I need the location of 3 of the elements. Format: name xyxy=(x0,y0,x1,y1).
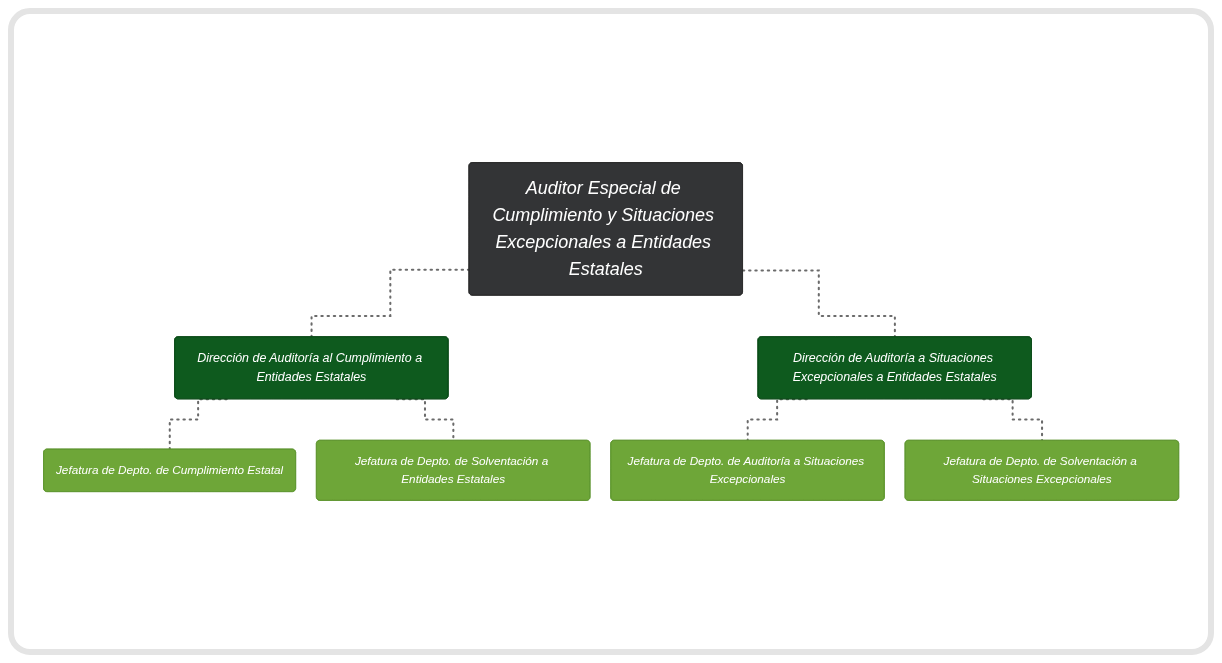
connector xyxy=(168,398,228,451)
connector xyxy=(746,398,808,442)
org-chart: Auditor Especial de Cumplimiento y Situaciones Excepcionales a Entidades Estatales Dirección de Auditoría al Cumplimiento a Entidades Estatales Dirección de Auditoría a Situaciones Excepcionales a Entidades Estatales Jefatura de Depto. de Cumplimiento Estatal Jefatura de Depto. de Solventación a Entidades Estatales Jefatura de Depto. de Auditoría a Situaciones Excepcionales Jefatura de Depto. de Solventación a Situaciones Excepcionales xyxy=(37,157,1185,506)
